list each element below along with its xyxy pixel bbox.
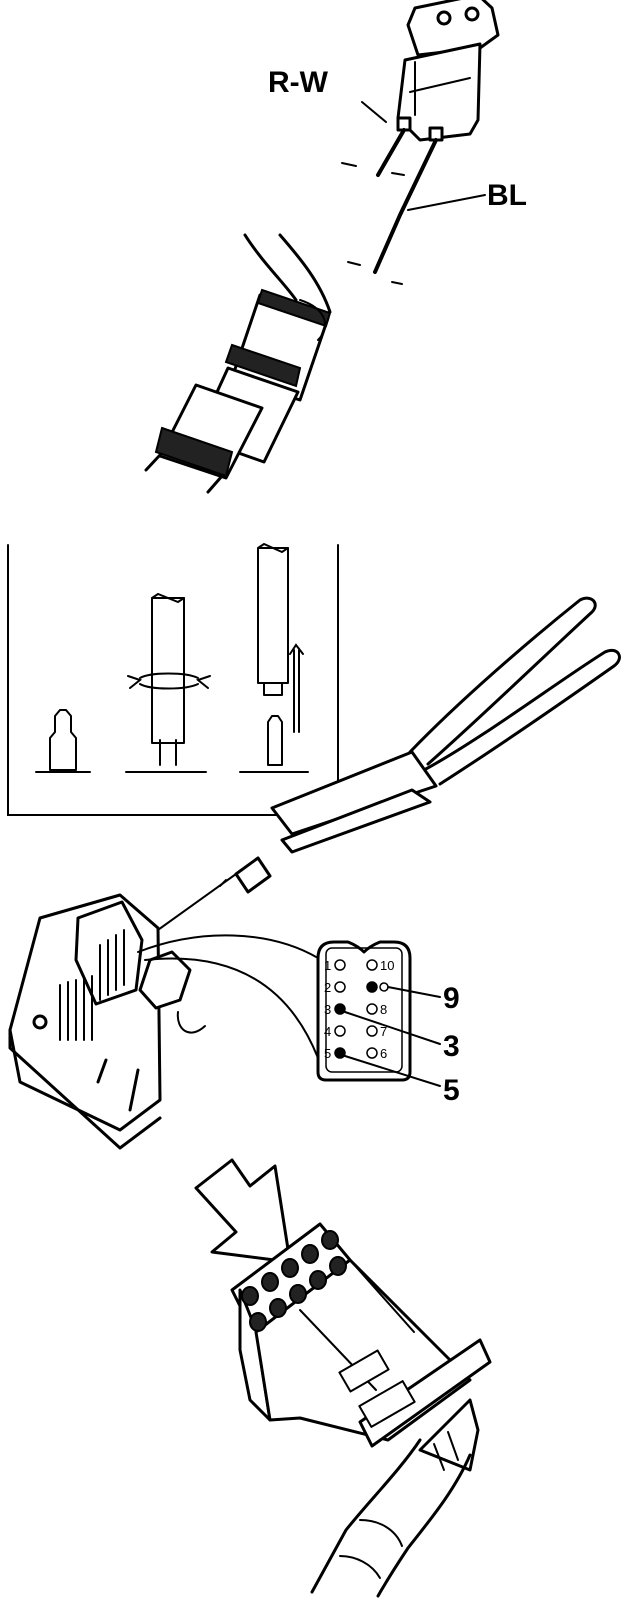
svg-text:10: 10: [380, 958, 394, 973]
wire-red-white: [341, 101, 406, 177]
svg-text:7: 7: [380, 1024, 387, 1039]
pin-1: 1: [324, 958, 346, 973]
svg-text:1: 1: [324, 958, 331, 973]
svg-text:5: 5: [443, 1074, 460, 1107]
svg-text:3: 3: [443, 1030, 460, 1063]
pin-4: 4: [324, 1024, 346, 1039]
callout-5: 5: [344, 1055, 460, 1107]
callout-3: 3: [344, 1011, 460, 1063]
label-red-white: R-W: [268, 66, 329, 99]
svg-text:6: 6: [380, 1046, 387, 1061]
harness-wires-to-pinout: [137, 934, 319, 1059]
harness-sleeve: [144, 233, 332, 494]
svg-text:2: 2: [324, 980, 331, 995]
harness-plug: [230, 1222, 492, 1472]
plug-cavities: [241, 1230, 347, 1332]
svg-text:4: 4: [324, 1024, 331, 1039]
label-blue: BL: [487, 179, 527, 212]
svg-text:5: 5: [324, 1046, 331, 1061]
svg-text:9: 9: [443, 982, 460, 1015]
pin-2: 2: [324, 980, 346, 995]
svg-text:8: 8: [380, 1002, 387, 1017]
pin-5: 5: [324, 1046, 346, 1061]
pin-9: [366, 981, 389, 993]
pin-6: 6: [366, 1046, 387, 1061]
pin-7: 7: [366, 1024, 387, 1039]
plug-cable: [310, 1438, 472, 1598]
control-unit: [8, 893, 206, 1150]
pliers: [270, 596, 621, 854]
pin-8: 8: [366, 1002, 387, 1017]
callout-9: 9: [387, 982, 460, 1015]
direction-arrow: [194, 1158, 292, 1264]
pin-3: 3: [324, 1002, 346, 1017]
svg-text:3: 3: [324, 1002, 331, 1017]
terminal-tool-inset: [7, 542, 339, 816]
pin-10: 10: [366, 958, 394, 973]
top-connector: [396, 0, 500, 142]
pinout-face: [316, 940, 412, 1082]
wire-blue: [347, 138, 486, 285]
